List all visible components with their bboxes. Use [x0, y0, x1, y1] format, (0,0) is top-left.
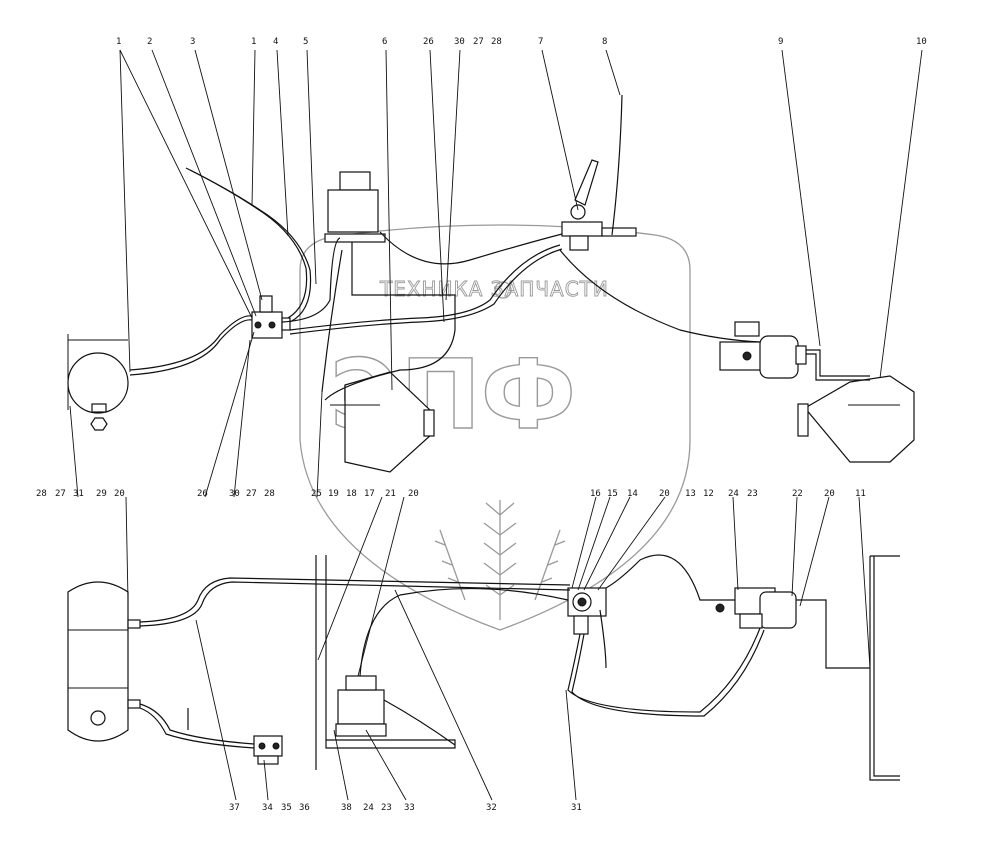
protection-valve-upper [251, 295, 291, 339]
drain-valve [253, 735, 283, 765]
callout-label: 2 [147, 37, 152, 47]
callouts-mid-right: 16 15 14 20 13 12 24 23 22 20 11 [590, 489, 866, 499]
callouts-bottom: 37 34 35 36 38 24 23 33 32 31 [229, 803, 582, 813]
callout-label: 9 [778, 37, 783, 47]
callout-label: 20 [114, 489, 125, 499]
callout-label: 20 [659, 489, 670, 499]
callout-label: 23 [381, 803, 392, 813]
callout-label: 27 [473, 37, 484, 47]
brake-chamber-right [797, 375, 915, 463]
callout-label: 12 [703, 489, 714, 499]
brake-chamber-left [330, 371, 435, 473]
callout-label: 25 [311, 489, 322, 499]
callout-label: 8 [602, 37, 607, 47]
callout-label: 20 [408, 489, 419, 499]
clutch-booster-lower [715, 587, 797, 629]
callout-label: 28 [491, 37, 502, 47]
callout-label: 16 [590, 489, 601, 499]
callout-label: 22 [792, 489, 803, 499]
callout-label: 10 [916, 37, 927, 47]
callout-label: 24 [363, 803, 374, 813]
receiver-tank [67, 581, 141, 742]
callout-label: 1 [116, 37, 121, 47]
callout-label: 37 [229, 803, 240, 813]
callout-label: 14 [627, 489, 638, 499]
callout-label: 4 [273, 37, 278, 47]
callout-label: 6 [382, 37, 387, 47]
brake-pedal-valve [561, 159, 637, 251]
callout-label: 27 [246, 489, 257, 499]
callout-label: 36 [299, 803, 310, 813]
callout-label: 5 [303, 37, 308, 47]
callout-label: 30 [229, 489, 240, 499]
callout-label: 7 [538, 37, 543, 47]
callout-label: 24 [728, 489, 739, 499]
callout-label: 33 [404, 803, 415, 813]
callout-label: 3 [190, 37, 195, 47]
left-air-tank [67, 334, 129, 431]
watermark-subtitle: ТЕХНИКА ЗАПЧАСТИ [379, 277, 609, 301]
callout-label: 17 [364, 489, 375, 499]
callout-label: 31 [571, 803, 582, 813]
callouts-tank-top: 29 20 [96, 489, 125, 499]
leader-lines [69, 49, 923, 801]
callout-label: 28 [36, 489, 47, 499]
gear-icon [494, 281, 512, 299]
callout-label: 21 [385, 489, 396, 499]
callout-label: 15 [607, 489, 618, 499]
callout-label: 32 [486, 803, 497, 813]
callout-label: 35 [281, 803, 292, 813]
callout-label: 13 [685, 489, 696, 499]
filter-bracket [315, 555, 456, 770]
callouts-mid-left: 28 27 31 26 30 27 28 25 19 18 17 21 20 [36, 489, 419, 499]
callout-label: 26 [423, 37, 434, 47]
wheat-ear-icon [434, 500, 566, 620]
upper-pipework [129, 94, 870, 401]
callout-label: 29 [96, 489, 107, 499]
callout-label: 30 [454, 37, 465, 47]
compressor [324, 171, 386, 243]
callout-label: 18 [346, 489, 357, 499]
callout-label: 19 [328, 489, 339, 499]
lower-pipework [139, 554, 900, 781]
callout-label: 27 [55, 489, 66, 499]
callout-label: 11 [855, 489, 866, 499]
callout-label: 28 [264, 489, 275, 499]
callout-label: 23 [747, 489, 758, 499]
callout-label: 38 [341, 803, 352, 813]
callout-label: 1 [251, 37, 256, 47]
callout-label: 26 [197, 489, 208, 499]
callouts-top: 1 2 3 1 4 5 6 26 30 27 28 7 8 9 10 [116, 37, 927, 47]
clutch-booster-upper [719, 321, 807, 379]
callout-label: 31 [73, 489, 84, 499]
callout-label: 20 [824, 489, 835, 499]
callout-label: 34 [262, 803, 273, 813]
